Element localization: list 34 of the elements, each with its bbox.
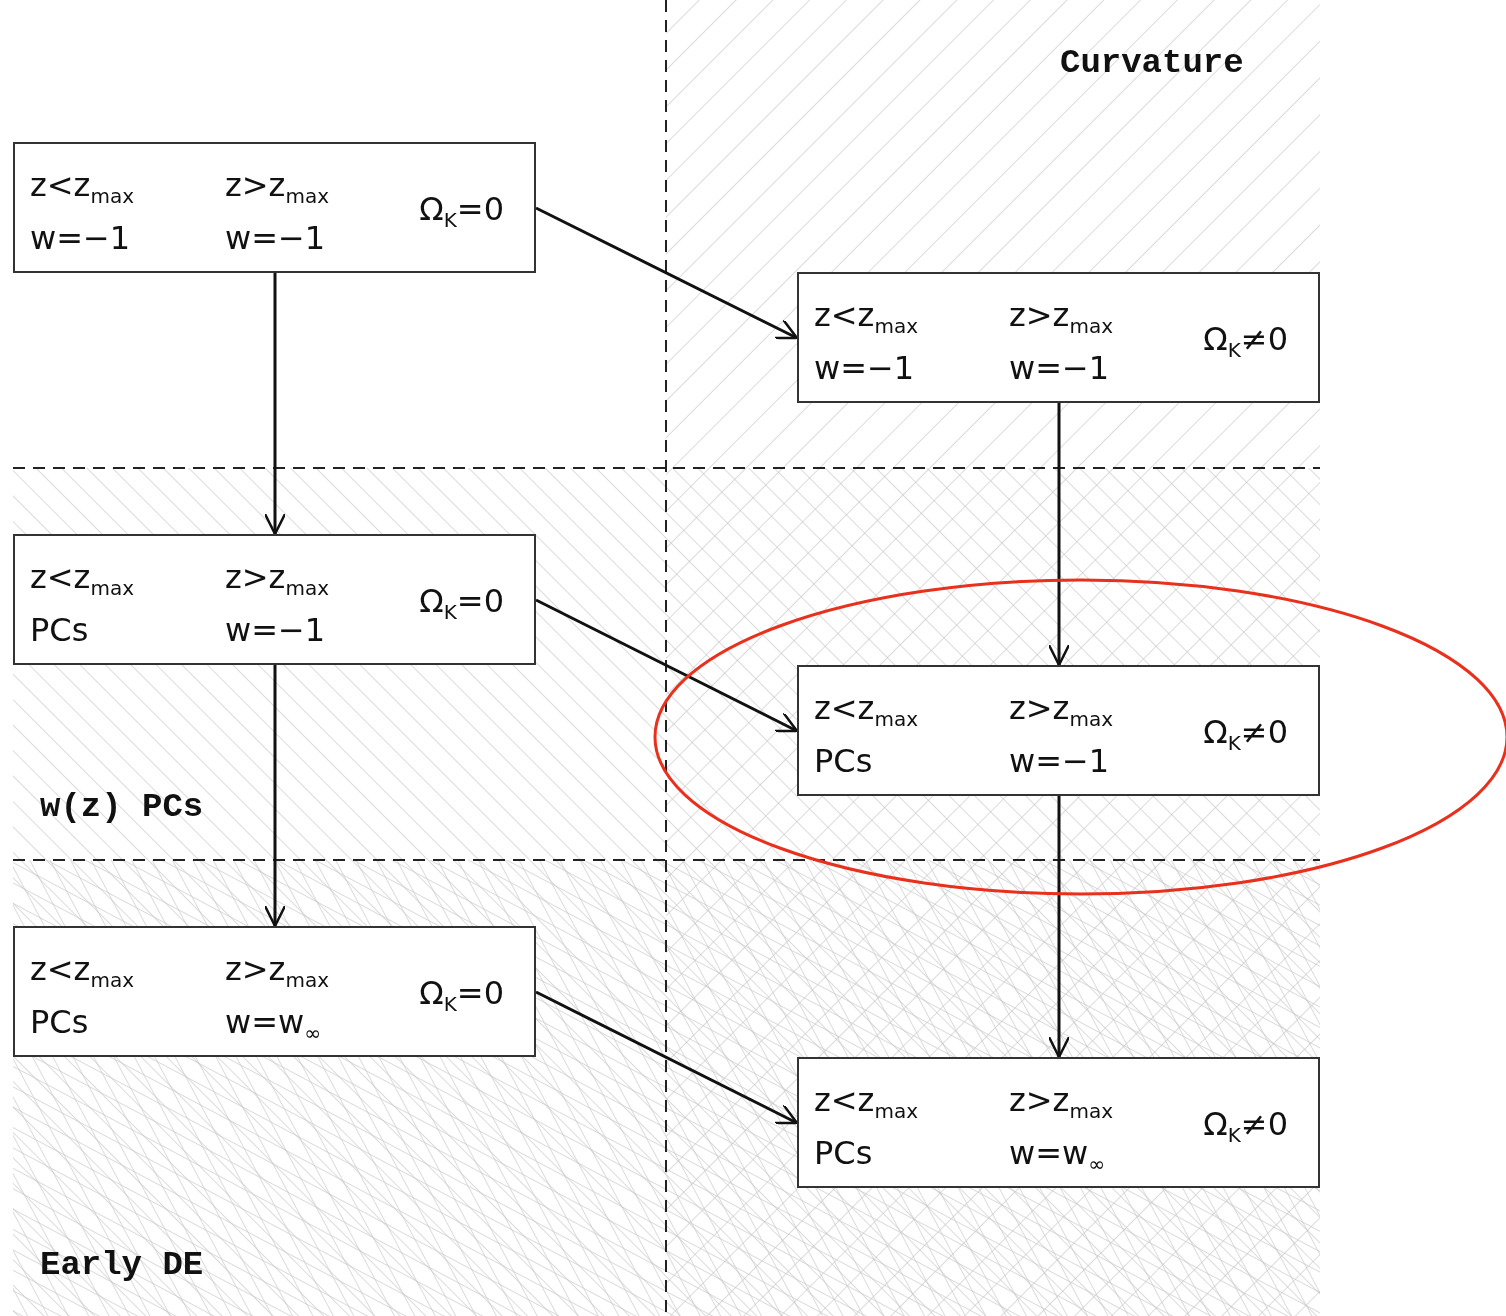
arrow: [1047, 796, 1071, 1059]
arrow: [535, 206, 799, 340]
region-label: w(z) PCs: [40, 788, 204, 826]
formula-text: Ω$_{K}$=0: [419, 973, 504, 1019]
formula-box: [797, 1057, 1320, 1188]
formula-text: z>z$_{max}$ w=−1: [1009, 295, 1114, 390]
formula-text: z>z$_{max}$ w=−1: [225, 165, 330, 260]
region-label: Curvature: [1060, 44, 1244, 82]
formula-text: z>z$_{max}$ w=w$_{∞}$: [225, 949, 330, 1048]
region-label: Early DE: [40, 1246, 204, 1284]
formula-text: z<z$_{max}$ PCs: [30, 557, 135, 652]
formula-box: [797, 272, 1320, 403]
formula-text: z>z$_{max}$ w=w$_{∞}$: [1009, 1080, 1114, 1179]
arrow: [263, 273, 287, 536]
formula-text: z>z$_{max}$ w=−1: [1009, 688, 1114, 783]
arrow: [1047, 403, 1071, 667]
formula-text: z<z$_{max}$ w=−1: [30, 165, 135, 260]
formula-text: Ω$_{K}$=0: [419, 189, 504, 235]
formula-text: Ω$_{K}$≠0: [1203, 712, 1288, 758]
formula-text: Ω$_{K}$≠0: [1203, 319, 1288, 365]
formula-text: z<z$_{max}$ PCs: [30, 949, 135, 1044]
arrow: [535, 598, 799, 733]
formula-text: z<z$_{max}$ PCs: [814, 1080, 919, 1175]
formula-box: [13, 142, 536, 273]
formula-text: z<z$_{max}$ w=−1: [814, 295, 919, 390]
formula-text: Ω$_{K}$≠0: [1203, 1104, 1288, 1150]
formula-text: z>z$_{max}$ w=−1: [225, 557, 330, 652]
formula-box: [797, 665, 1320, 796]
arrow: [535, 990, 799, 1125]
arrow: [263, 665, 287, 928]
formula-text: Ω$_{K}$=0: [419, 581, 504, 627]
formula-text: z<z$_{max}$ PCs: [814, 688, 919, 783]
formula-box: [13, 534, 536, 665]
formula-box: [13, 926, 536, 1057]
